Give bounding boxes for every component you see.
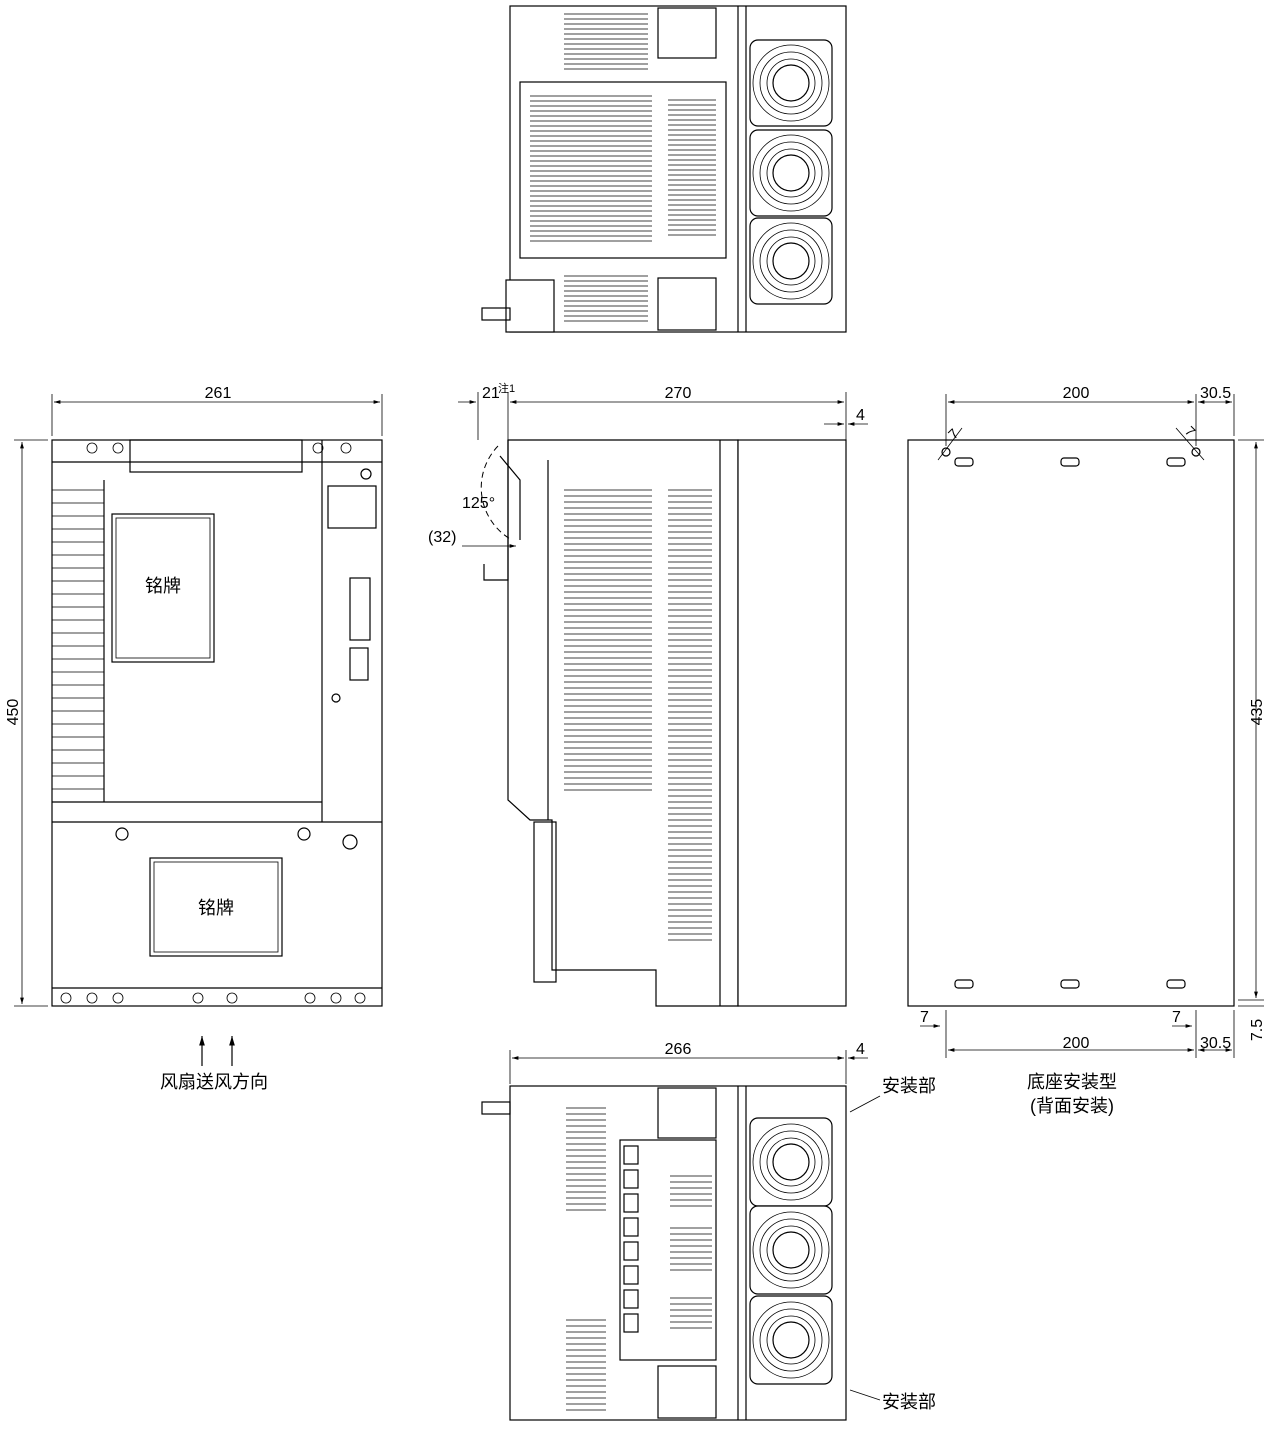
fan-grille-ring: [752, 1211, 830, 1289]
base-edge-bottom-label: 30.5: [1200, 1035, 1231, 1052]
fan-grille-ring: [766, 58, 816, 108]
terminal: [623, 1193, 639, 1213]
fan-grille-ring: [759, 1218, 823, 1282]
bottom-offset-label: 4: [856, 1041, 865, 1058]
side-offset-label: 4: [856, 407, 865, 424]
handle-angle-label: 125°: [462, 495, 495, 512]
bottom-dimensions: [509, 1050, 881, 1401]
mount-slot: [1166, 457, 1186, 467]
front-width-label: 261: [205, 385, 232, 402]
handle-dim-label: 21: [482, 385, 500, 402]
top-view-vents: [530, 13, 716, 322]
side-depth-label: 270: [665, 385, 692, 402]
fan-grille-ring: [752, 222, 830, 300]
foot-right-label: 7: [1172, 1009, 1181, 1026]
base-pitch-top-label: 200: [1063, 385, 1090, 402]
screw: [354, 992, 366, 1004]
nameplate-top-label: 铭牌: [145, 576, 181, 596]
airflow-arrows: [199, 1036, 235, 1066]
mount-top-label: 安装部: [882, 1076, 936, 1096]
base-pitch-bottom-label: 200: [1063, 1035, 1090, 1052]
base-height-label: 435: [1249, 699, 1266, 726]
bottom-view-vents: [566, 1107, 830, 1411]
side-view: [480, 439, 847, 1007]
screw: [112, 442, 124, 454]
fan-grille-ring: [759, 229, 823, 293]
screw: [330, 992, 342, 1004]
bottom-depth-label: 266: [665, 1041, 692, 1058]
fan-grille-ring: [759, 1130, 823, 1194]
top-view-fan-grilles: [752, 44, 830, 300]
terminal: [623, 1217, 639, 1237]
bottom-view-terminals: [623, 1145, 639, 1333]
terminal: [623, 1169, 639, 1189]
foot-left-label: 7: [920, 1009, 929, 1026]
terminal: [623, 1289, 639, 1309]
screw: [226, 992, 238, 1004]
fan-grille-ring: [766, 148, 816, 198]
airflow-direction-label: 风扇送风方向: [160, 1072, 268, 1092]
terminal: [623, 1145, 639, 1165]
base-edge-top-label: 30.5: [1200, 385, 1231, 402]
handle-clearance-label: (32): [428, 529, 456, 546]
nameplate-bottom-label: 铭牌: [198, 898, 234, 918]
top-view: [481, 5, 847, 333]
fan-grille-ring: [759, 1308, 823, 1372]
mount-bottom-label: 安装部: [882, 1392, 936, 1412]
front-view-screws: [60, 442, 366, 1004]
bottom-view: [481, 1085, 847, 1421]
foot-height-label: 7.5: [1249, 1019, 1266, 1041]
fan-grille-ring: [759, 141, 823, 205]
base-caption-line2: (背面安装): [1030, 1096, 1114, 1116]
terminal: [623, 1241, 639, 1261]
fan-grille-ring: [766, 1315, 816, 1365]
front-height-dimension: [14, 439, 48, 1007]
terminal: [623, 1265, 639, 1285]
front-height-label: 450: [5, 699, 22, 726]
mount-slot: [1166, 979, 1186, 989]
mount-slot: [1060, 979, 1080, 989]
mount-slot: [954, 979, 974, 989]
screw: [86, 442, 98, 454]
base-caption-line1: 底座安装型: [1027, 1072, 1117, 1092]
fan-grille-ring: [766, 1137, 816, 1187]
fan-grille-ring: [752, 134, 830, 212]
handle-note-label: 注1: [498, 381, 515, 395]
terminal: [623, 1313, 639, 1333]
screw: [340, 442, 352, 454]
mount-slot: [954, 457, 974, 467]
fan-grille-ring: [766, 236, 816, 286]
fan-grille-ring: [752, 1123, 830, 1201]
front-width-dimension: [51, 394, 383, 436]
base-mount-slots: [954, 457, 1186, 989]
mount-slot: [1060, 457, 1080, 467]
screw: [192, 992, 204, 1004]
screw: [112, 992, 124, 1004]
base-dimensions: [920, 394, 1264, 1058]
base-mount-view: [907, 427, 1235, 1007]
fan-grille-ring: [766, 1225, 816, 1275]
side-view-vents: [564, 489, 712, 941]
screw: [60, 992, 72, 1004]
front-view: 铭牌 铭牌: [51, 439, 383, 1007]
fan-grille-ring: [752, 1301, 830, 1379]
screw: [312, 442, 324, 454]
fan-grille-ring: [759, 51, 823, 115]
fan-grille-ring: [752, 44, 830, 122]
side-top-dimensions: [458, 392, 868, 440]
screw: [304, 992, 316, 1004]
screw: [86, 992, 98, 1004]
front-view-cooling-fins: [52, 489, 104, 790]
